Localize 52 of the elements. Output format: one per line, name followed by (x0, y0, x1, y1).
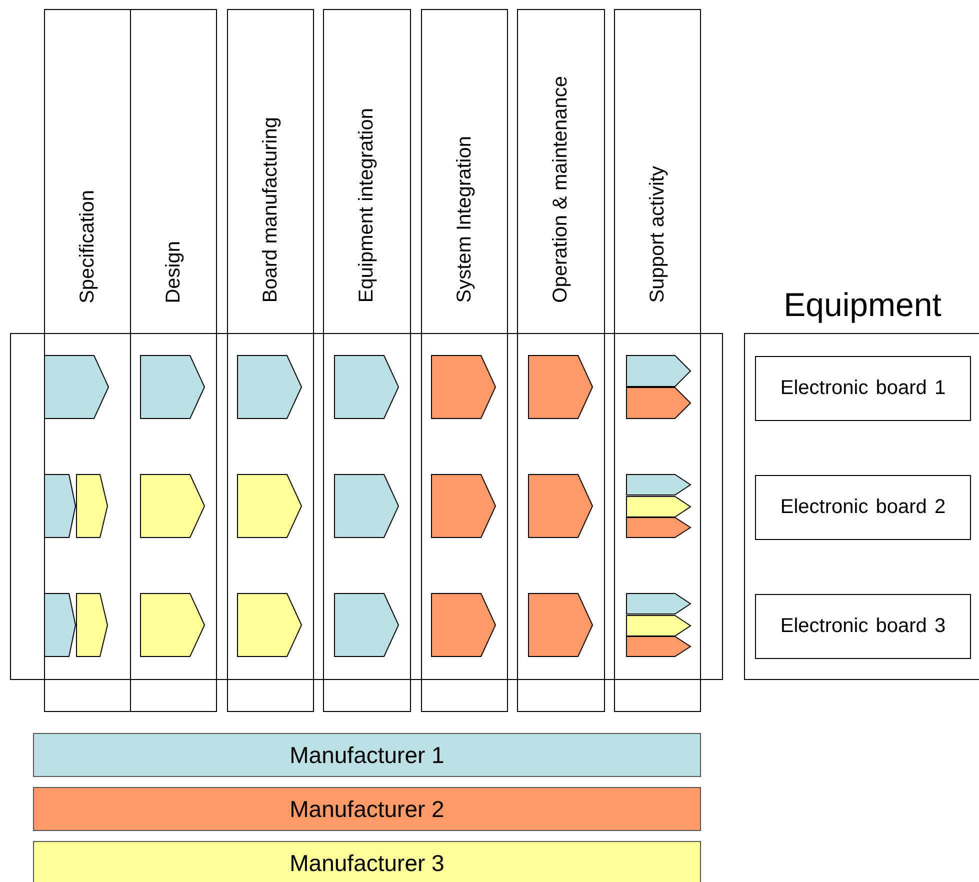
chevron-shape (626, 636, 692, 657)
chevron-shape (44, 355, 110, 419)
chevron-shape (626, 355, 692, 387)
chevron-shape (44, 593, 76, 657)
board-label: Electronic board 3 (780, 615, 946, 638)
chevron-shape (431, 593, 496, 657)
chevron-shape (237, 355, 302, 419)
legend-label: Manufacturer 1 (290, 742, 444, 768)
chevron-shape (626, 593, 692, 614)
chevron-shape (528, 474, 594, 538)
chevron-shape (140, 474, 206, 538)
chevron-shape (76, 474, 108, 538)
chevron-shape (528, 593, 594, 657)
board-box (755, 356, 971, 421)
phase-label: Operation & maintenance (550, 76, 572, 303)
board-box (755, 594, 971, 659)
phase-label: Specification (76, 190, 99, 303)
chevron-shape (626, 517, 692, 538)
phase-column (227, 9, 314, 712)
phase-label: Equipment integration (356, 108, 378, 303)
board-label: Electronic board 1 (780, 377, 946, 400)
chevron-shape (140, 593, 206, 657)
legend-label: Manufacturer 2 (290, 796, 444, 822)
group-frame (10, 333, 723, 680)
board-label: Electronic board 2 (780, 496, 946, 519)
phase-label: Design (162, 240, 185, 303)
chevron-shape (334, 593, 400, 657)
phase-column (614, 9, 701, 712)
chevron-shape (237, 593, 302, 657)
equipment-heading: Equipment (782, 286, 942, 324)
chevron-shape (528, 355, 594, 419)
chevron-shape (76, 593, 108, 657)
chevron-shape (626, 387, 692, 419)
legend-label: Manufacturer 3 (290, 850, 444, 876)
chevron-shape (334, 355, 400, 419)
chevron-shape (44, 474, 76, 538)
phase-label: Board manufacturing (259, 117, 282, 303)
phase-column (421, 9, 508, 712)
phase-column (323, 9, 411, 712)
chevron-shape (431, 474, 496, 538)
board-box (755, 475, 971, 540)
chevron-shape (626, 474, 692, 496)
chevron-shape (626, 496, 692, 517)
phase-column (130, 9, 217, 712)
phase-label: System Integration (453, 136, 476, 303)
chevron-shape (626, 614, 692, 636)
chevron-shape (140, 355, 206, 419)
phase-label: Support activity (646, 166, 669, 303)
chevron-shape (431, 355, 496, 419)
chevron-shape (237, 474, 302, 538)
chevron-shape (334, 474, 400, 538)
phase-column (517, 9, 605, 712)
